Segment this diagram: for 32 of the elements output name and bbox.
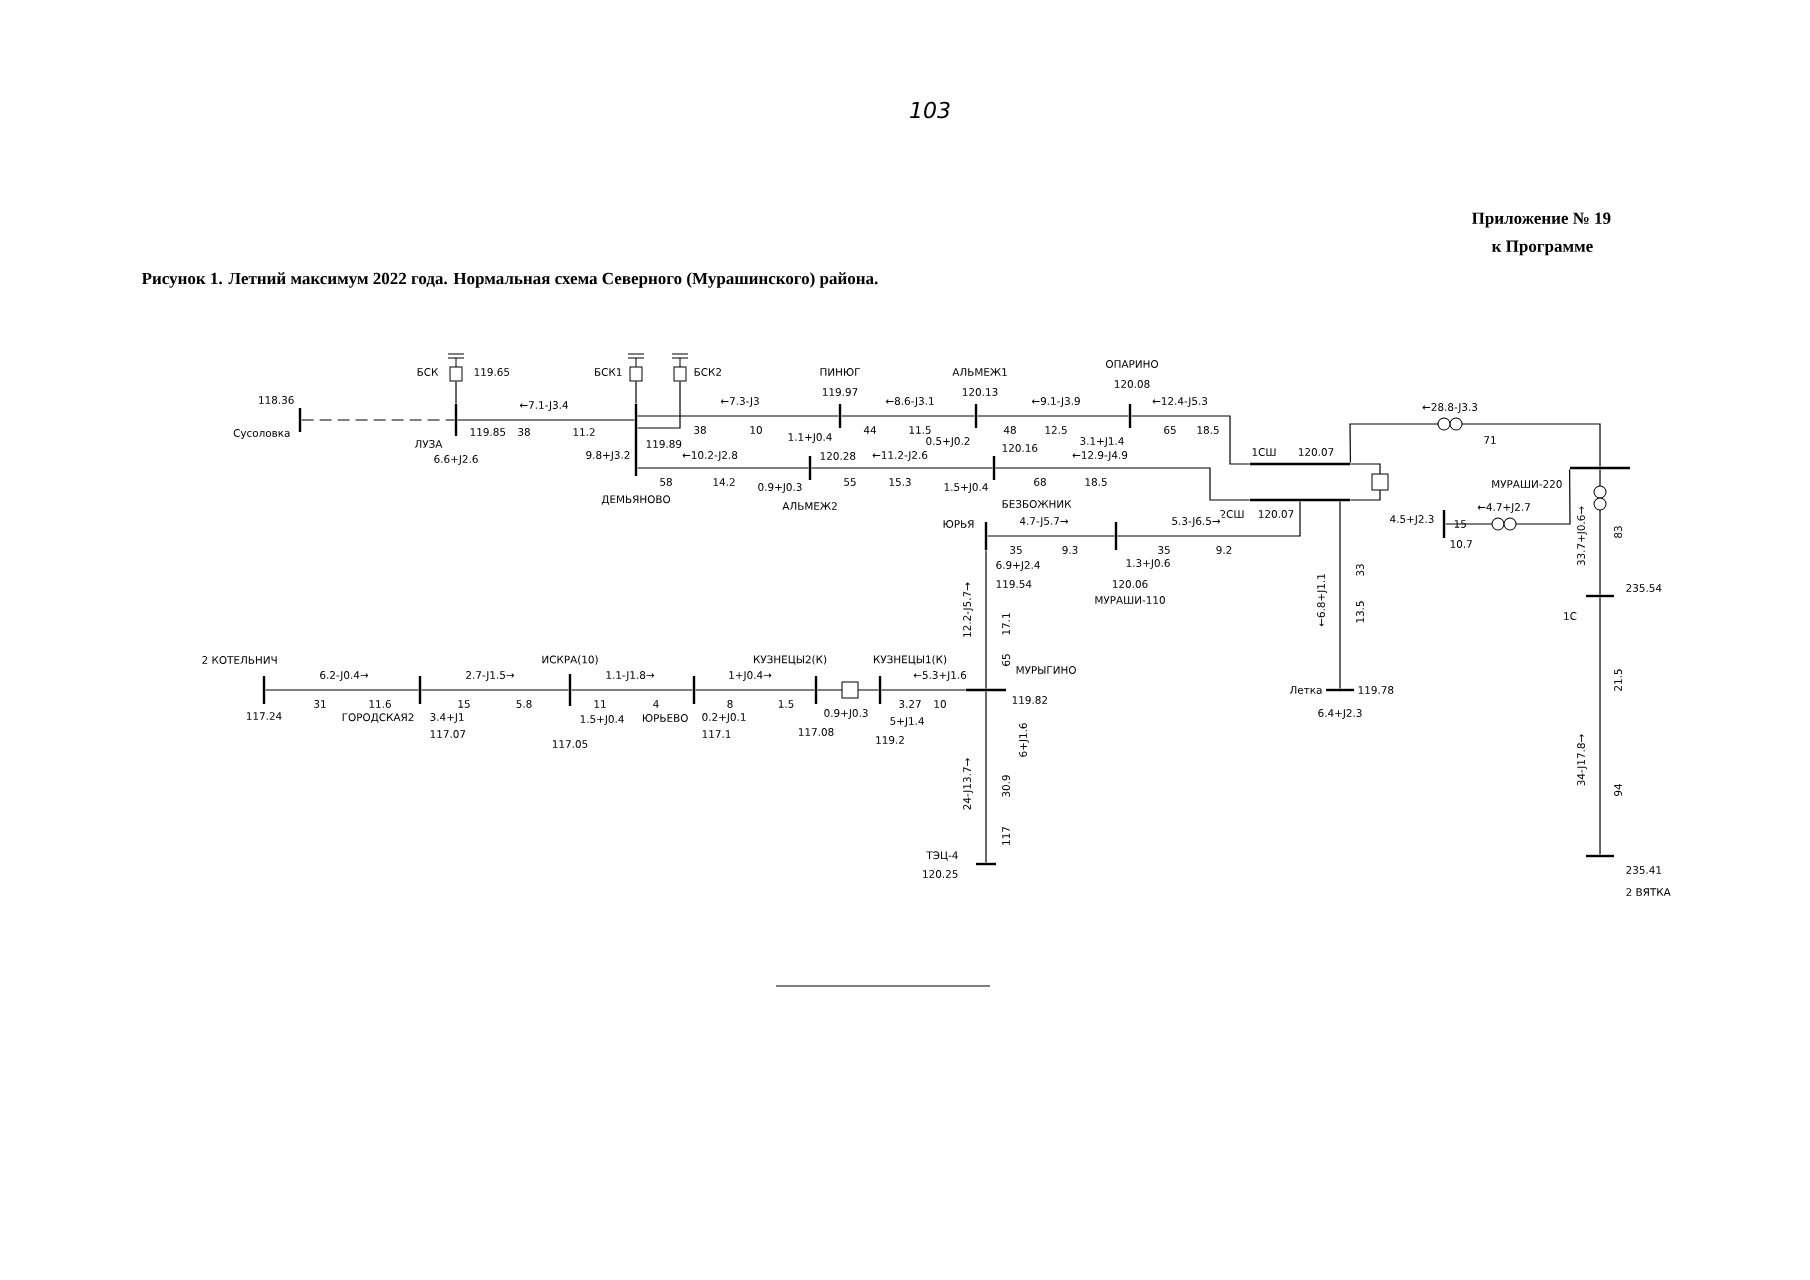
power-line (985, 691, 987, 863)
power-line (695, 689, 815, 691)
power-line (635, 380, 637, 405)
power-line (1349, 423, 1601, 467)
power-line (881, 689, 967, 691)
power-line (1131, 415, 1251, 465)
power-line (457, 419, 635, 421)
power-line (1349, 463, 1381, 501)
power-line (1599, 469, 1601, 595)
power-line (817, 689, 879, 691)
power-line (301, 419, 455, 421)
power-line (637, 467, 809, 469)
power-line (811, 467, 993, 469)
power-line (1117, 501, 1301, 537)
page-number: 103 (910, 101, 950, 119)
appendix-note: к Программе (1492, 240, 1593, 256)
power-line (1339, 501, 1341, 689)
power-line (1599, 597, 1601, 855)
power-line (985, 549, 987, 689)
power-line (421, 689, 569, 691)
power-line (995, 467, 1251, 501)
power-line (455, 380, 457, 405)
figure-title: Рисунок 1. Летний максимум 2022 года. Нормальная схема Северного (Мурашинского) района. (141, 272, 878, 288)
power-line (265, 689, 419, 691)
power-line (637, 380, 681, 429)
power-line (987, 535, 1115, 537)
power-line (637, 415, 839, 417)
power-line (977, 415, 1129, 417)
appendix-note: Приложение № 19 (1471, 212, 1611, 228)
power-line (1445, 469, 1571, 525)
power-line (571, 689, 693, 691)
power-line (841, 415, 975, 417)
